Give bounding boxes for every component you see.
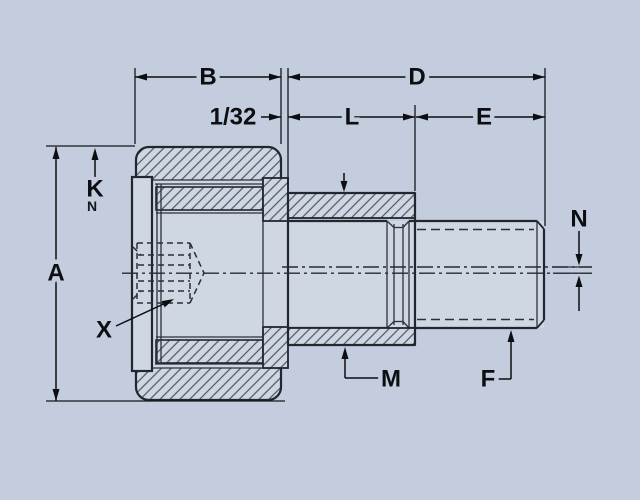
- dim-label-n: N: [570, 206, 587, 233]
- dimension-gap: 1/32: [205, 99, 281, 135]
- dim-label-m: M: [381, 366, 401, 393]
- end-plate: [130, 175, 162, 373]
- thread: [417, 220, 546, 329]
- stud-flange: [262, 177, 289, 369]
- dim-label-l: L: [345, 104, 360, 131]
- dimension-m: M: [340, 173, 406, 397]
- dim-label-x: X: [96, 317, 112, 344]
- dimension-e: E: [416, 99, 545, 135]
- dimension-a: A: [43, 147, 69, 401]
- dim-label-k-sub: N: [87, 198, 97, 214]
- dim-label-gap: 1/32: [210, 104, 257, 131]
- dim-label-d: D: [408, 64, 425, 91]
- dimension-d: D: [288, 59, 545, 95]
- dimension-l: L: [288, 99, 415, 135]
- dimension-f: F: [476, 330, 515, 397]
- dim-label-b: B: [199, 64, 216, 91]
- extension-lines: [46, 68, 546, 402]
- hex-socket-hidden: [132, 242, 205, 304]
- dimension-k: K N: [82, 148, 109, 217]
- needle-rollers: [155, 186, 264, 364]
- centerlines: [122, 266, 592, 274]
- dim-label-f: F: [481, 366, 496, 393]
- dim-label-e: E: [476, 104, 492, 131]
- dim-label-a: A: [47, 260, 64, 287]
- dimension-b: B: [135, 59, 281, 95]
- dimension-n: N: [566, 201, 592, 311]
- eccentric-collar: [286, 191, 417, 347]
